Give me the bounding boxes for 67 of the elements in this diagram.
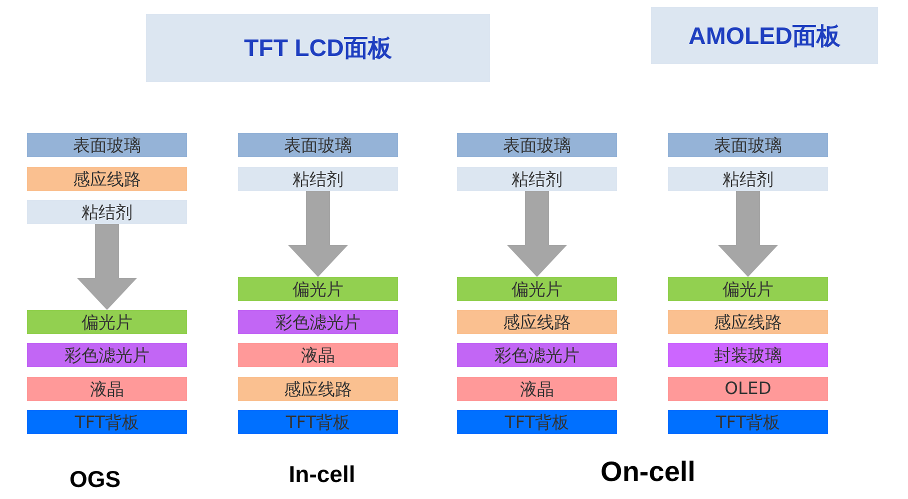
layer-box <box>238 310 398 334</box>
layer-box <box>27 310 187 334</box>
layer-box <box>238 377 398 401</box>
layer-label: 封装玻璃 <box>714 344 782 366</box>
down-arrow <box>288 191 348 277</box>
layer-box <box>668 310 828 334</box>
layer-box <box>27 200 187 224</box>
panel-title: TFT LCD面板 <box>244 34 392 64</box>
down-arrow <box>77 224 137 310</box>
layer-label: 彩色滤光片 <box>276 312 360 334</box>
layer-box <box>27 377 187 401</box>
layer-box <box>27 167 187 191</box>
layer-box <box>457 410 617 434</box>
layer-label: TFT背板 <box>716 412 780 434</box>
layer-box <box>457 167 617 191</box>
layer-label: 偏光片 <box>292 278 344 300</box>
layer-box <box>238 133 398 157</box>
layer-label: 粘结剂 <box>292 168 344 190</box>
column-label: In-cell <box>288 461 356 488</box>
layer-box <box>457 377 617 401</box>
layer-label: 表面玻璃 <box>73 134 141 156</box>
layer-box <box>457 277 617 301</box>
layer-box <box>238 410 398 434</box>
layer-label: 感应线路 <box>714 312 782 334</box>
layer-label: 液晶 <box>301 344 335 366</box>
layer-label: 彩色滤光片 <box>64 344 150 366</box>
layer-label: 感应线路 <box>503 312 571 334</box>
layer-label: 感应线路 <box>284 378 352 400</box>
layer-label: 粘结剂 <box>722 168 774 190</box>
column-label: OGS <box>69 466 121 493</box>
panel-title: AMOLED面板 <box>688 22 840 52</box>
layer-label: TFT背板 <box>286 412 350 434</box>
down-arrow <box>507 191 567 277</box>
layer-label: OLED <box>724 379 772 399</box>
layer-label: 粘结剂 <box>82 202 132 224</box>
layer-label: 表面玻璃 <box>714 134 782 156</box>
layer-box <box>668 343 828 367</box>
layer-box <box>27 133 187 157</box>
layer-label: 感应线路 <box>73 168 141 190</box>
layer-label: 偏光片 <box>512 278 562 300</box>
layer-label: 偏光片 <box>82 312 132 334</box>
layer-box <box>238 277 398 301</box>
column-label: On-cell <box>600 456 696 488</box>
layer-box <box>668 167 828 191</box>
layer-label: 表面玻璃 <box>284 134 352 156</box>
layer-box <box>668 377 828 401</box>
layer-box <box>668 133 828 157</box>
layer-label: 液晶 <box>90 378 124 400</box>
layer-box <box>457 343 617 367</box>
layer-box <box>238 167 398 191</box>
layer-label: TFT背板 <box>504 412 570 434</box>
layer-label: 液晶 <box>520 378 554 400</box>
layer-box <box>27 343 187 367</box>
layer-box <box>457 310 617 334</box>
layer-label: 表面玻璃 <box>503 134 571 156</box>
down-arrow <box>718 191 778 277</box>
layer-box <box>27 410 187 434</box>
layer-label: TFT背板 <box>74 412 140 434</box>
header-box <box>146 14 490 82</box>
layer-label: 粘结剂 <box>512 168 562 190</box>
layer-label: 彩色滤光片 <box>494 344 580 366</box>
layer-box <box>668 410 828 434</box>
header-box <box>651 7 878 64</box>
layer-box <box>668 277 828 301</box>
layer-label: 偏光片 <box>722 278 774 300</box>
layer-box <box>457 133 617 157</box>
layer-box <box>238 343 398 367</box>
